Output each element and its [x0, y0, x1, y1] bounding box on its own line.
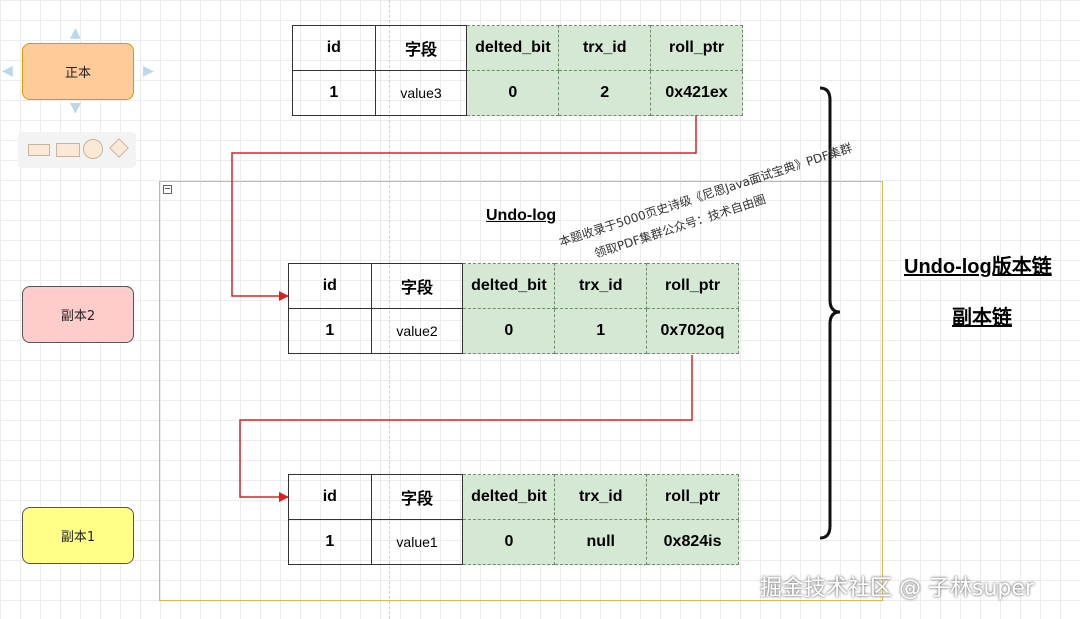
- copy2-box-label: 副本2: [60, 309, 96, 324]
- header-trx-id: trx_id: [558, 25, 652, 71]
- cell-trx-id: null: [554, 519, 648, 565]
- table-header-row: id 字段 delted_bit trx_id roll_ptr: [292, 25, 743, 71]
- undo-log-container[interactable]: [159, 181, 883, 601]
- table-row: 1 value3 0 2 0x421ex: [292, 70, 743, 116]
- copy2-box[interactable]: 副本2: [22, 286, 134, 343]
- table-header-row: id 字段 delted_bit trx_id roll_ptr: [288, 263, 739, 309]
- header-delted-bit: delted_bit: [466, 25, 560, 71]
- header-field: 字段: [370, 474, 464, 520]
- table-row: 1 value2 0 1 0x702oq: [288, 308, 739, 354]
- undo-log-title: Undo-log: [486, 207, 557, 224]
- header-field: 字段: [374, 25, 468, 71]
- source-credit: 掘金技术社区 @ 子林super: [760, 576, 1034, 601]
- cell-field: value2: [370, 308, 464, 354]
- resize-arrow-left-icon[interactable]: ◀: [2, 63, 13, 79]
- header-id: id: [288, 263, 372, 309]
- cell-roll-ptr: 0x702oq: [646, 308, 739, 354]
- original-box-label: 正本: [64, 66, 91, 81]
- curly-brace-icon: [819, 86, 841, 540]
- shape-palette: [18, 132, 136, 168]
- table-header-row: id 字段 delted_bit trx_id roll_ptr: [288, 474, 739, 520]
- copy1-box-label: 副本1: [60, 530, 96, 545]
- resize-arrow-up-icon[interactable]: ▲: [70, 25, 81, 41]
- cell-field: value3: [374, 70, 468, 116]
- table-row: 1 value1 0 null 0x824is: [288, 519, 739, 565]
- collapse-icon[interactable]: −: [163, 184, 172, 194]
- cell-delted-bit: 0: [466, 70, 560, 116]
- cell-id: 1: [288, 308, 372, 354]
- record-table-value2: id 字段 delted_bit trx_id roll_ptr 1 value…: [288, 263, 739, 354]
- roll-ptr-arrow-value3-to-value2: [231, 115, 697, 301]
- rounded-rectangle-shape-icon[interactable]: [56, 143, 80, 157]
- record-table-value1: id 字段 delted_bit trx_id roll_ptr 1 value…: [288, 474, 739, 565]
- header-trx-id: trx_id: [554, 263, 648, 309]
- header-field: 字段: [370, 263, 464, 309]
- record-table-value3: id 字段 delted_bit trx_id roll_ptr 1 value…: [292, 25, 743, 116]
- header-delted-bit: delted_bit: [462, 263, 556, 309]
- cell-delted-bit: 0: [462, 308, 556, 354]
- copy1-box[interactable]: 副本1: [22, 507, 134, 564]
- cell-roll-ptr: 0x421ex: [650, 70, 743, 116]
- cell-roll-ptr: 0x824is: [646, 519, 739, 565]
- header-roll-ptr: roll_ptr: [646, 263, 739, 309]
- circle-shape-icon[interactable]: [83, 139, 103, 159]
- cell-trx-id: 1: [554, 308, 648, 354]
- roll-ptr-arrow-value2-to-value1: [239, 355, 693, 502]
- resize-arrow-down-icon[interactable]: ▼: [70, 100, 81, 116]
- original-box[interactable]: 正本: [22, 43, 134, 100]
- rectangle-shape-icon[interactable]: [28, 144, 50, 156]
- cell-id: 1: [288, 519, 372, 565]
- version-chain-subtitle: 副本链: [952, 307, 1012, 329]
- cell-id: 1: [292, 70, 376, 116]
- cell-delted-bit: 0: [462, 519, 556, 565]
- header-roll-ptr: roll_ptr: [650, 25, 743, 71]
- cell-field: value1: [370, 519, 464, 565]
- header-trx-id: trx_id: [554, 474, 648, 520]
- header-delted-bit: delted_bit: [462, 474, 556, 520]
- cell-trx-id: 2: [558, 70, 652, 116]
- resize-arrow-right-icon[interactable]: ▶: [143, 63, 154, 79]
- version-chain-title: Undo-log版本链: [904, 256, 1052, 278]
- header-id: id: [292, 25, 376, 71]
- header-roll-ptr: roll_ptr: [646, 474, 739, 520]
